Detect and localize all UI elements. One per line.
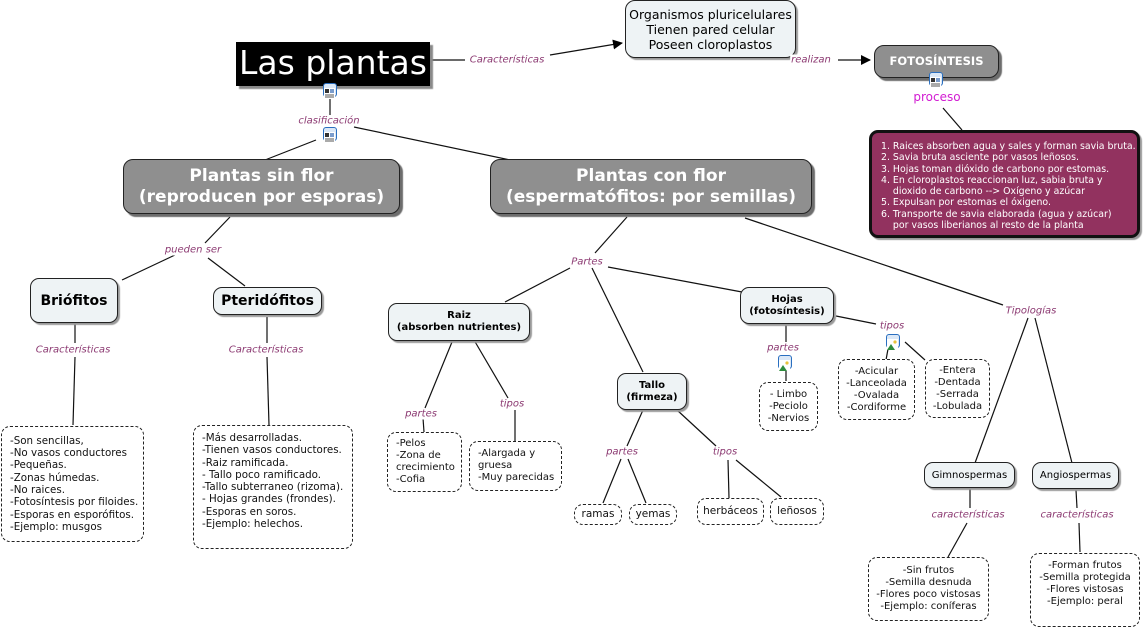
link-label-partes: Partes xyxy=(570,256,604,268)
link-label-angio-caracteristicas: características xyxy=(1039,509,1115,521)
resource-doc-icon[interactable] xyxy=(929,72,943,88)
hojas-node[interactable]: Hojas (fotosíntesis) xyxy=(740,287,834,324)
link-label-brio-caracteristicas: Características xyxy=(34,344,112,356)
link-label-raiz-tipos: tipos xyxy=(498,398,526,410)
link-label-tallo-tipos: tipos xyxy=(711,446,739,458)
gimnospermas-node[interactable]: Gimnospermas xyxy=(924,462,1015,488)
briofitos-list[interactable]: -Son sencillas, -No vasos conductores -P… xyxy=(1,426,144,542)
node-line: Plantas sin flor xyxy=(189,166,334,187)
node-line: Tallo xyxy=(638,379,665,391)
tallo-node[interactable]: Tallo (firmeza) xyxy=(617,373,687,410)
node-line: Raiz xyxy=(447,310,471,321)
plantas-con-flor-node[interactable]: Plantas con flor (espermatófitos: por se… xyxy=(490,159,812,214)
link-label-hojas-partes: partes xyxy=(766,342,800,354)
pteridofitos-list[interactable]: -Más desarrolladas. -Tienen vasos conduc… xyxy=(193,425,353,549)
process-label: proceso xyxy=(912,90,962,104)
node-line: (absorben nutrientes) xyxy=(396,322,522,333)
link-label-clasificacion: clasificación xyxy=(297,115,361,127)
raiz-partes-list[interactable]: -Pelos -Zona de crecimiento -Cofia xyxy=(387,432,462,492)
tallo-partes-yemas[interactable]: yemas xyxy=(629,504,677,525)
raiz-node[interactable]: Raiz (absorben nutrientes) xyxy=(388,303,530,341)
main-title[interactable]: Las plantas xyxy=(236,42,430,86)
node-line: (firmeza) xyxy=(626,391,678,403)
tallo-tipos-lenosos[interactable]: leñosos xyxy=(770,498,824,525)
image-resource-icon[interactable] xyxy=(778,355,792,371)
link-label-pteri-caracteristicas: Características xyxy=(227,344,305,356)
link-label-caracteristicas: Características xyxy=(468,54,546,66)
link-label-hojas-tipos: tipos xyxy=(878,320,906,332)
image-resource-icon[interactable] xyxy=(886,334,900,350)
tallo-partes-ramas[interactable]: ramas xyxy=(574,504,622,525)
node-line: (reproducen por esporas) xyxy=(138,186,385,207)
link-label-tipologias: Tipologías xyxy=(1004,305,1058,317)
pteridofitos-node[interactable]: Pteridófitos xyxy=(213,287,322,315)
resource-doc-icon[interactable] xyxy=(323,127,337,143)
link-label-pueden-ser: pueden ser xyxy=(163,244,223,256)
plantas-sin-flor-node[interactable]: Plantas sin flor (reproducen por esporas… xyxy=(123,159,400,214)
node-line: Plantas con flor xyxy=(576,166,726,187)
tallo-tipos-herbaceos[interactable]: herbáceos xyxy=(697,498,764,525)
link-label-gimno-caracteristicas: características xyxy=(930,509,1006,521)
node-line: (fotosíntesis) xyxy=(749,305,825,317)
link-label-raiz-partes: partes xyxy=(404,408,438,420)
hojas-tipos-borde-list[interactable]: -Entera -Dentada -Serrada -Lobulada xyxy=(925,359,990,418)
characteristics-box[interactable]: Organismos pluricelulares Tienen pared c… xyxy=(625,0,796,58)
angiospermas-node[interactable]: Angiospermas xyxy=(1032,462,1119,489)
raiz-tipos-list[interactable]: -Alargada y gruesa -Muy parecidas xyxy=(469,441,562,491)
node-line: (espermatófitos: por semillas) xyxy=(505,186,797,207)
photosynthesis-steps[interactable]: 1. Raices absorben agua y sales y forman… xyxy=(869,130,1140,238)
resource-doc-icon[interactable] xyxy=(323,83,337,99)
hojas-tipos-forma-list[interactable]: -Acicular -Lanceolada -Ovalada -Cordifor… xyxy=(838,359,915,420)
briofitos-node[interactable]: Briófitos xyxy=(30,278,118,323)
hojas-partes-list[interactable]: - Limbo -Peciolo -Nervios xyxy=(759,382,818,431)
gimnospermas-list[interactable]: -Sin frutos -Semilla desnuda -Flores poc… xyxy=(868,557,989,621)
angiospermas-list[interactable]: -Forman frutos -Semilla protegida -Flore… xyxy=(1030,553,1140,627)
link-label-tallo-partes: partes xyxy=(605,446,639,458)
node-line: Hojas xyxy=(771,293,803,305)
link-label-realizan: realizan xyxy=(790,54,832,66)
